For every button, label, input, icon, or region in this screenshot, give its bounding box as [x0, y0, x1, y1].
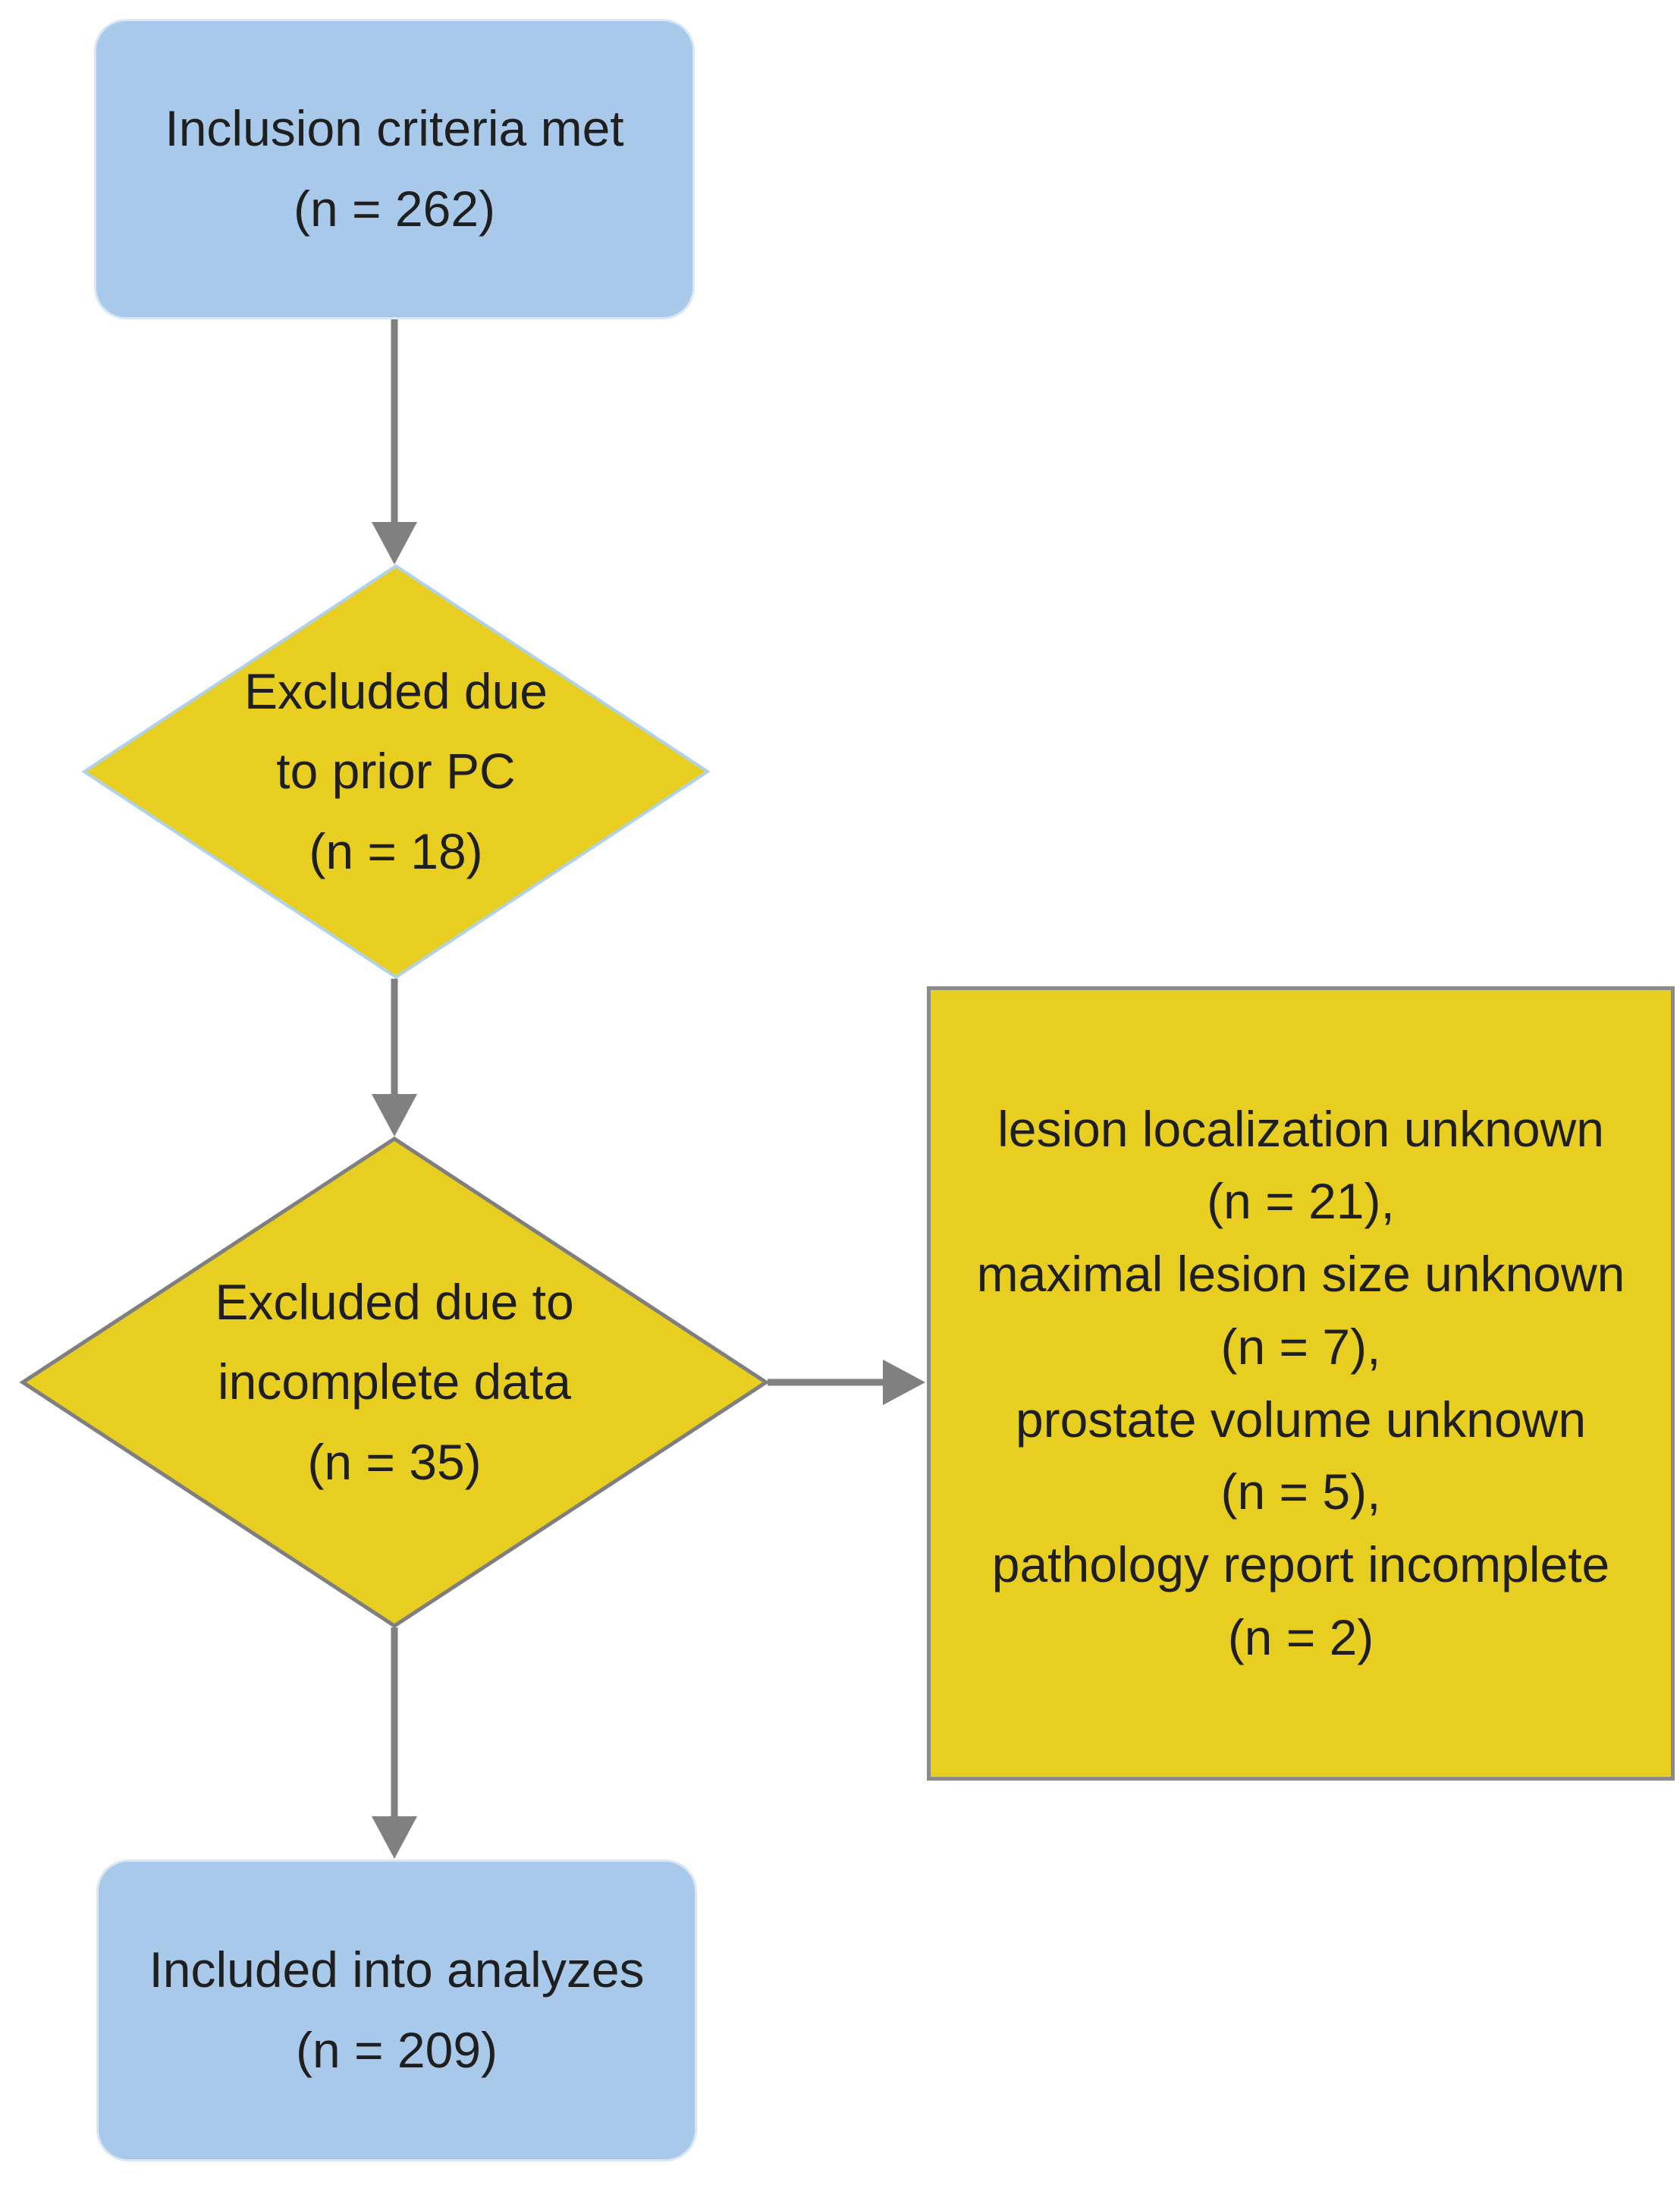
reason-label: maximal lesion size unknown: [976, 1246, 1625, 1303]
reason-label: prostate volume unknown: [1015, 1391, 1587, 1448]
reason-count: (n = 5),: [1220, 1463, 1381, 1520]
node-included-into-analyzes-label: Included into analyzes (n = 209): [96, 1860, 697, 2161]
reason-count: (n = 2): [1227, 1608, 1374, 1665]
arrow-incomplete-data-to-reasons: [768, 1360, 925, 1405]
node-inclusion-criteria: [94, 19, 695, 319]
arrow-prior-pc-to-incomplete-data: [372, 979, 417, 1137]
node-label-line: Excluded due to: [215, 1273, 574, 1330]
reason-count: (n = 7),: [1220, 1318, 1381, 1375]
node-count: (n = 209): [296, 2022, 498, 2078]
arrowhead-right-icon: [883, 1360, 925, 1405]
diamond-excluded-incomplete-data: [19, 1137, 770, 1628]
reason-label: pathology report incomplete: [991, 1536, 1610, 1592]
node-label-line: Excluded due: [244, 662, 548, 719]
node-count: (n = 18): [309, 822, 483, 879]
node-count: (n = 35): [307, 1433, 482, 1490]
reason-count: (n = 21),: [1207, 1173, 1395, 1230]
arrowhead-down-icon: [372, 522, 417, 564]
node-exclusion-reasons: [927, 986, 1675, 1781]
node-label-line: incomplete data: [218, 1353, 571, 1410]
arrowhead-down-icon: [372, 1816, 417, 1859]
arrow-inclusion-to-prior-pc: [372, 319, 417, 564]
reason-label: lesion localization unknown: [997, 1100, 1604, 1157]
node-count: (n = 262): [294, 181, 495, 237]
diamond-excluded-prior-pc: [81, 564, 711, 979]
arrowhead-down-icon: [372, 1094, 417, 1137]
node-excluded-incomplete-data-label: Excluded due to incomplete data (n = 35): [21, 1137, 768, 1627]
node-label-line: to prior PC: [276, 743, 516, 800]
node-exclusion-reasons-label: lesion localization unknown (n = 21), ma…: [927, 986, 1675, 1781]
node-label-line: Inclusion criteria met: [165, 100, 624, 157]
node-included-into-analyzes: [96, 1860, 697, 2161]
node-label-line: Included into analyzes: [149, 1941, 645, 1998]
node-excluded-prior-pc-label: Excluded due to prior PC (n = 18): [83, 564, 709, 979]
node-inclusion-criteria-label: Inclusion criteria met (n = 262): [94, 19, 695, 319]
arrow-incomplete-data-to-included: [372, 1627, 417, 1859]
